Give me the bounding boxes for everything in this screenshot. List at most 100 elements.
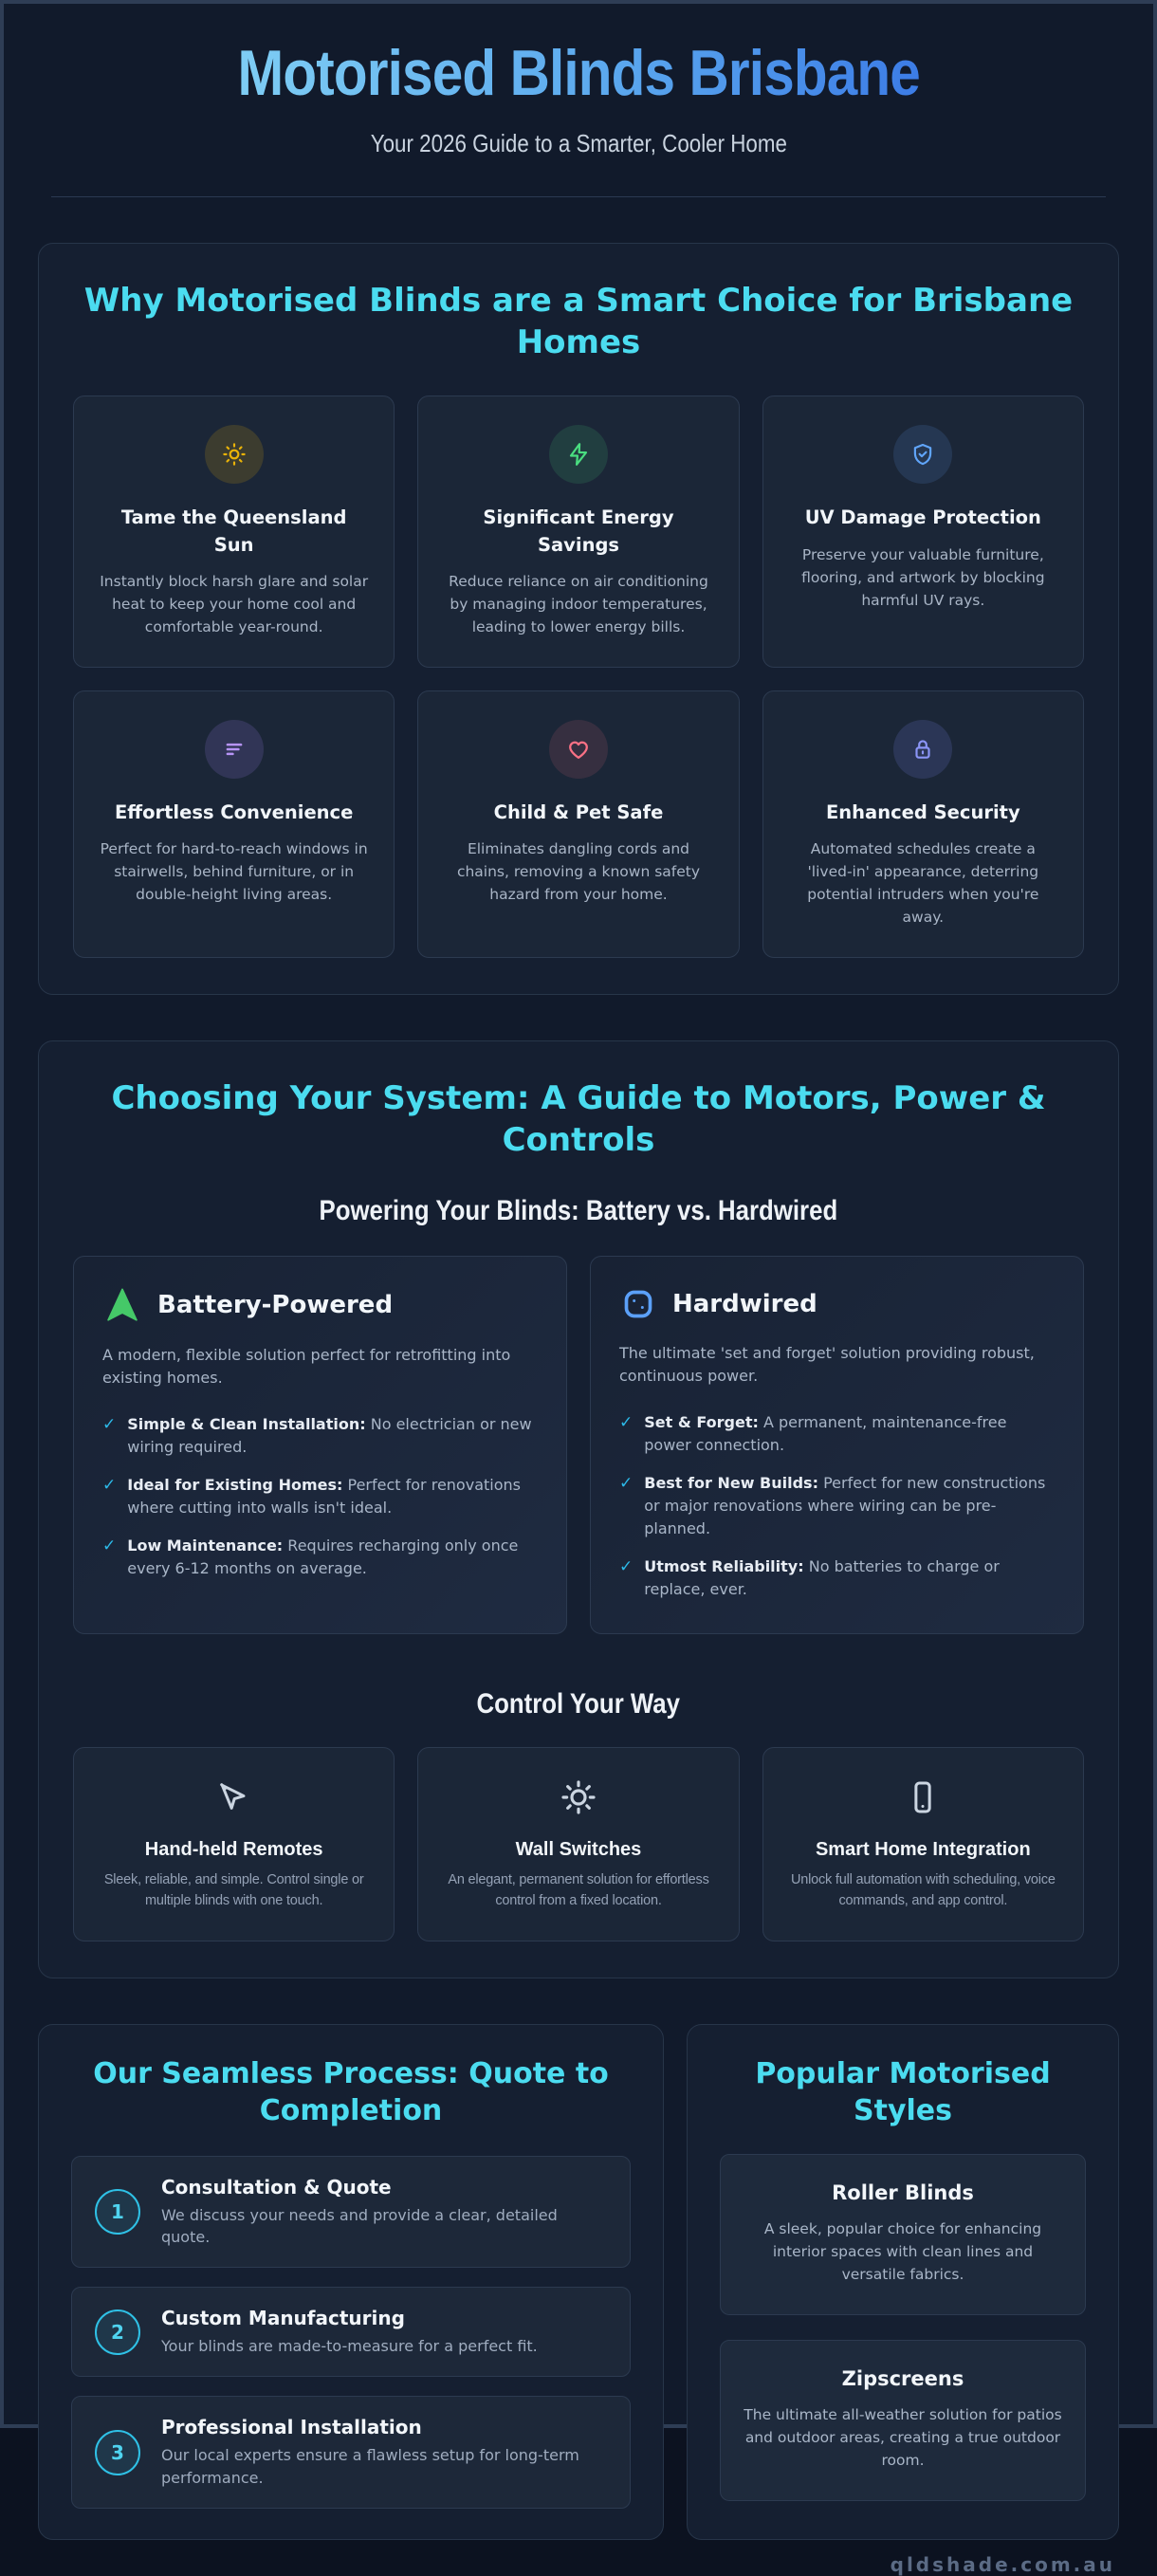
check-icon: ✓ xyxy=(102,1476,117,1496)
why-heading: Why Motorised Blinds are a Smart Choice … xyxy=(83,282,1074,362)
list-item: ✓ Set & Forget: A permanent, maintenance… xyxy=(619,1411,1055,1457)
step-text: Professional Installation Our local expe… xyxy=(161,2416,607,2488)
brightness-dial-icon xyxy=(439,1776,717,1818)
list-item-lead: Set & Forget: xyxy=(644,1413,759,1432)
control-card-wall-switches: Wall Switches An elegant, permanent solu… xyxy=(417,1747,740,1941)
why-card-desc: Instantly block harsh glare and solar he… xyxy=(100,572,369,635)
step-title: Professional Installation xyxy=(161,2416,422,2439)
why-card-desc: Eliminates dangling cords and chains, re… xyxy=(456,840,701,904)
list-item-text: Low Maintenance: Requires recharging onl… xyxy=(127,1535,538,1580)
style-cards: Roller Blinds A sleek, popular choice fo… xyxy=(720,2153,1086,2501)
list-item: ✓ Ideal for Existing Homes: Perfect for … xyxy=(102,1474,538,1519)
list-item-lead: Ideal for Existing Homes: xyxy=(127,1476,343,1495)
system-section: Choosing Your System: A Guide to Motors,… xyxy=(38,1040,1119,1978)
check-icon: ✓ xyxy=(102,1415,117,1435)
styles-section: Popular Motorised Styles Roller Blinds A… xyxy=(687,2023,1119,2540)
list-item: ✓ Utmost Reliability: No batteries to ch… xyxy=(619,1555,1055,1601)
hardwired-card-desc: The ultimate 'set and forget' solution p… xyxy=(619,1343,1035,1386)
list-item-lead: Utmost Reliability: xyxy=(644,1557,804,1576)
control-grid: Hand-held Remotes Sleek, reliable, and s… xyxy=(73,1747,1084,1941)
list-item-lead: Simple & Clean Installation: xyxy=(127,1415,366,1434)
control-card-remotes: Hand-held Remotes Sleek, reliable, and s… xyxy=(73,1747,395,1941)
process-heading: Our Seamless Process: Quote to Completio… xyxy=(93,2056,609,2127)
why-card-desc: Reduce reliance on air conditioning by m… xyxy=(449,572,708,635)
why-card-security: Enhanced Security Automated schedules cr… xyxy=(762,690,1084,959)
hardwired-card: Hardwired The ultimate 'set and forget' … xyxy=(590,1255,1084,1635)
power-heading: Powering Your Blinds: Battery vs. Hardwi… xyxy=(73,1194,1084,1227)
style-card-title: Roller Blinds xyxy=(832,2180,974,2204)
list-item: ✓ Low Maintenance: Requires recharging o… xyxy=(102,1535,538,1580)
control-heading: Control Your Way xyxy=(73,1687,1084,1720)
check-icon: ✓ xyxy=(619,1413,634,1433)
why-card-title: Enhanced Security xyxy=(825,800,1020,823)
list-item-lead: Low Maintenance: xyxy=(127,1536,284,1555)
why-card-title: UV Damage Protection xyxy=(804,506,1041,529)
page-subtitle: Your 2026 Guide to a Smarter, Cooler Hom… xyxy=(38,129,1119,158)
why-card-title: Effortless Convenience xyxy=(114,800,354,823)
style-card-desc: A sleek, popular choice for enhancing in… xyxy=(763,2219,1042,2283)
step-desc: Our local experts ensure a flawless setu… xyxy=(161,2446,579,2487)
why-card-desc: Preserve your valuable furniture, floori… xyxy=(801,545,1045,609)
step-desc: Your blinds are made-to-measure for a pe… xyxy=(161,2337,538,2356)
battery-card-desc: A modern, flexible solution perfect for … xyxy=(102,1345,511,1388)
step-number-badge: 1 xyxy=(95,2188,140,2235)
hardwired-benefit-list: ✓ Set & Forget: A permanent, maintenance… xyxy=(619,1411,1055,1601)
step-title: Custom Manufacturing xyxy=(161,2307,405,2330)
control-card-smart-home: Smart Home Integration Unlock full autom… xyxy=(762,1747,1084,1941)
process-step-2: 2 Custom Manufacturing Your blinds are m… xyxy=(71,2287,631,2378)
lightning-icon xyxy=(548,425,608,485)
list-item-body: A permanent, maintenance-free power conn… xyxy=(644,1413,1007,1455)
power-outlet-icon xyxy=(619,1285,657,1323)
step-text: Consultation & Quote We discuss your nee… xyxy=(161,2176,607,2248)
lock-icon xyxy=(893,719,953,779)
why-card-grid: Tame the Queensland Sun Instantly block … xyxy=(73,396,1084,959)
list-item-body: Requires recharging only once every 6-12… xyxy=(127,1536,519,1578)
heart-icon xyxy=(548,719,608,779)
process-steps: 1 Consultation & Quote We discuss your n… xyxy=(71,2155,631,2509)
why-card-energy: Significant Energy Savings Reduce relian… xyxy=(417,396,740,668)
site-url: qldshade.com.au xyxy=(890,2552,1115,2576)
control-card-desc: Sleek, reliable, and simple. Control sin… xyxy=(103,1872,364,1908)
sliders-icon xyxy=(204,719,264,779)
control-card-desc: An elegant, permanent solution for effor… xyxy=(448,1872,709,1908)
step-number-badge: 3 xyxy=(95,2429,140,2475)
styles-heading: Popular Motorised Styles xyxy=(755,2056,1051,2127)
list-item-text: Simple & Clean Installation: No electric… xyxy=(127,1413,538,1459)
check-icon: ✓ xyxy=(619,1557,634,1577)
why-card-title: Tame the Queensland Sun xyxy=(120,506,347,556)
list-item-lead: Best for New Builds: xyxy=(644,1474,818,1493)
step-desc: We discuss your needs and provide a clea… xyxy=(161,2205,558,2246)
power-heading-text: Powering Your Blinds: Battery vs. Hardwi… xyxy=(319,1194,838,1226)
smartphone-icon xyxy=(784,1776,1062,1818)
list-item: ✓ Simple & Clean Installation: No electr… xyxy=(102,1413,538,1459)
page-title-text: Motorised Blinds Brisbane xyxy=(237,37,920,109)
why-card-uv: UV Damage Protection Preserve your valua… xyxy=(762,396,1084,668)
process-section: Our Seamless Process: Quote to Completio… xyxy=(38,2023,664,2540)
style-card-title: Zipscreens xyxy=(841,2366,964,2390)
control-card-title: Hand-held Remotes xyxy=(144,1839,323,1861)
hardwired-card-header: Hardwired xyxy=(619,1285,1055,1323)
list-item: ✓ Best for New Builds: Perfect for new c… xyxy=(619,1472,1055,1540)
page-subtitle-text: Your 2026 Guide to a Smarter, Cooler Hom… xyxy=(370,129,787,157)
page-header: Motorised Blinds Brisbane Your 2026 Guid… xyxy=(38,30,1119,197)
why-card-desc: Perfect for hard-to-reach windows in sta… xyxy=(100,840,368,904)
list-item-body: Perfect for new constructions or major r… xyxy=(644,1474,1046,1538)
why-card-title: Significant Energy Savings xyxy=(483,506,674,556)
control-heading-text: Control Your Way xyxy=(476,1688,681,1720)
step-text: Custom Manufacturing Your blinds are mad… xyxy=(161,2307,538,2357)
battery-card: Battery-Powered A modern, flexible solut… xyxy=(73,1255,567,1635)
style-card-zipscreens: Zipscreens The ultimate all-weather solu… xyxy=(720,2339,1086,2501)
power-grid: Battery-Powered A modern, flexible solut… xyxy=(73,1255,1084,1635)
step-number-badge: 2 xyxy=(95,2309,140,2355)
bottom-row: Our Seamless Process: Quote to Completio… xyxy=(38,2023,1119,2540)
process-step-1: 1 Consultation & Quote We discuss your n… xyxy=(71,2155,631,2269)
battery-card-title: Battery-Powered xyxy=(157,1290,394,1319)
list-item-body: No electrician or new wiring required. xyxy=(127,1415,532,1457)
check-icon: ✓ xyxy=(102,1536,117,1556)
control-card-title: Wall Switches xyxy=(515,1839,642,1861)
list-item-body: Perfect for renovations where cutting in… xyxy=(127,1476,521,1518)
page-title: Motorised Blinds Brisbane xyxy=(38,36,1119,110)
check-icon: ✓ xyxy=(619,1474,634,1494)
shield-check-icon xyxy=(893,425,953,485)
list-item-text: Utmost Reliability: No batteries to char… xyxy=(644,1555,1055,1601)
